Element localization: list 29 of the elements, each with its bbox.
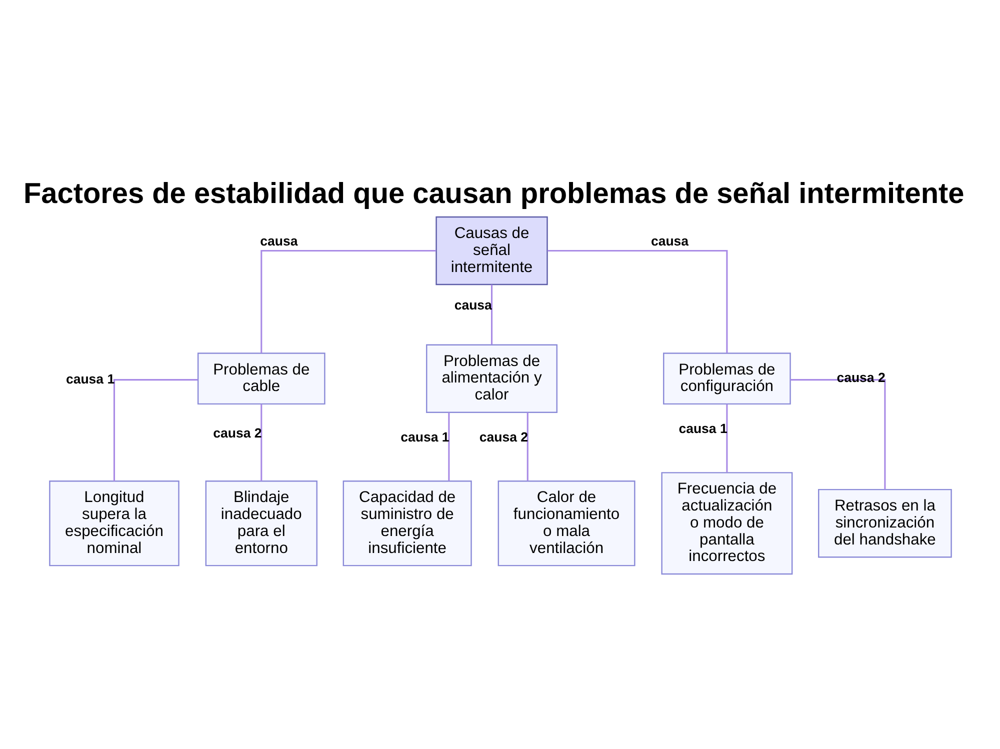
edge-label: causa 1 [400, 429, 449, 444]
node-box: Frecuencia de actualización o modo de pantalla incorrectos [660, 472, 792, 574]
connector [448, 412, 450, 480]
connector [526, 412, 528, 480]
connector [260, 404, 262, 481]
node-box: Causas de señal intermitente [435, 216, 548, 285]
node-box: Blindaje inadecuado para el entorno [204, 480, 317, 566]
connector [112, 378, 198, 481]
edge-label: causa 1 [678, 420, 727, 436]
connector [260, 249, 436, 353]
node-box: Retrasos en la sincronización del handshake [818, 488, 952, 558]
node-box: Problemas de alimentación y calor [426, 344, 557, 412]
node-box: Problemas de configuración [662, 352, 790, 404]
diagram-title: Factores de estabilidad que causan problemas de señal intermitente [22, 177, 964, 210]
connector [547, 249, 728, 353]
edge-label: causa 2 [212, 425, 262, 440]
connector [790, 378, 886, 489]
node-box: Longitud supera la especificación nominal [48, 480, 179, 566]
connector [490, 284, 492, 344]
node-box: Capacidad de suministro de energía insuficiente [342, 480, 472, 566]
edge-label: causa 2 [478, 429, 528, 444]
edge-label: causa [454, 297, 492, 312]
edge-label: causa [260, 233, 298, 248]
edge-label: causa [650, 233, 688, 248]
connector [726, 404, 728, 472]
node-box: Problemas de cable [196, 352, 325, 404]
edge-label: causa 2 [836, 370, 885, 385]
edge-label: causa 1 [65, 371, 114, 386]
node-box: Calor de funcionamiento o mala ventilación [497, 480, 635, 566]
